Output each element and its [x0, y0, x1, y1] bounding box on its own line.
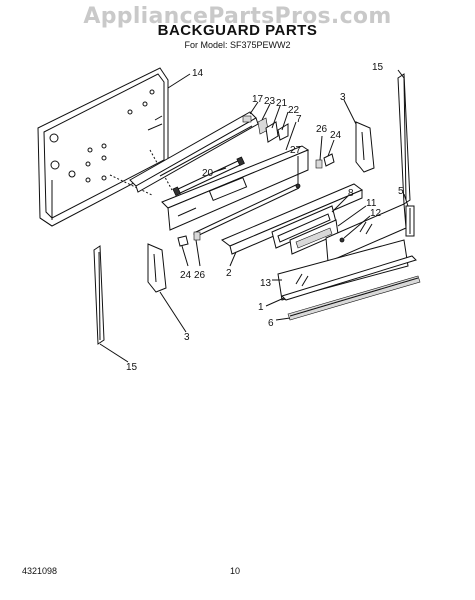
callout-11: 11: [366, 198, 377, 209]
callout-15-lower: 15: [126, 362, 138, 373]
callout-13: 13: [260, 278, 272, 289]
callout-17: 17: [252, 94, 264, 105]
part-13-glass: [277, 239, 409, 301]
watermark: AppliancePartsPros.com: [83, 4, 392, 29]
callout-8: 8: [348, 188, 354, 199]
model-subtitle: For Model: SF375PEWW2: [184, 40, 291, 50]
callout-27: 27: [290, 145, 302, 156]
part-3-side-bracket-left: [147, 243, 167, 293]
part-3-side-bracket-right: [355, 121, 375, 173]
part-24-clip-lower: [177, 235, 189, 247]
callout-24-upper: 24: [330, 130, 342, 141]
part-1-glass-frame: [281, 255, 417, 301]
part-27-lamp-bar: [193, 183, 301, 237]
callout-5: 5: [398, 186, 404, 197]
callout-20: 20: [202, 168, 214, 179]
callout-2: 2: [226, 268, 232, 279]
callout-14: 14: [192, 68, 204, 79]
part-15-side-trim-left: [93, 245, 105, 345]
callout-23: 23: [264, 96, 276, 107]
part-14-back-panel: [37, 67, 173, 227]
callout-22: 22: [288, 105, 300, 116]
part-26-clip-lower: [193, 231, 201, 241]
part-21-bracket: [265, 121, 279, 143]
callout-3-lower: 3: [184, 332, 190, 343]
callout-24-lower: 24: [180, 270, 192, 281]
callout-7: 7: [296, 114, 302, 125]
page-number: 10: [230, 566, 241, 576]
part-7-backguard-panel: [161, 145, 310, 231]
page-title: BACKGUARD PARTS: [157, 22, 318, 39]
callout-26-upper: 26: [316, 124, 328, 135]
part-24-clip-upper: [323, 153, 335, 167]
part-26-clip-upper: [315, 159, 323, 169]
part-17-top-trim: [129, 111, 259, 193]
callout-12: 12: [370, 208, 382, 219]
callout-26-lower: 26: [194, 270, 206, 281]
part-22-bracket: [277, 123, 289, 141]
part-15-side-trim-right: [397, 73, 411, 205]
callout-21: 21: [276, 98, 288, 109]
leader-lines: [99, 69, 409, 363]
document-number: 4321098: [22, 566, 58, 576]
part-5-end-cap: [405, 205, 415, 237]
part-20-lamp: [172, 156, 245, 197]
callout-1: 1: [258, 302, 264, 313]
callout-3-upper: 3: [340, 92, 346, 103]
callout-6: 6: [268, 318, 274, 329]
callout-15-upper: 15: [372, 62, 384, 73]
